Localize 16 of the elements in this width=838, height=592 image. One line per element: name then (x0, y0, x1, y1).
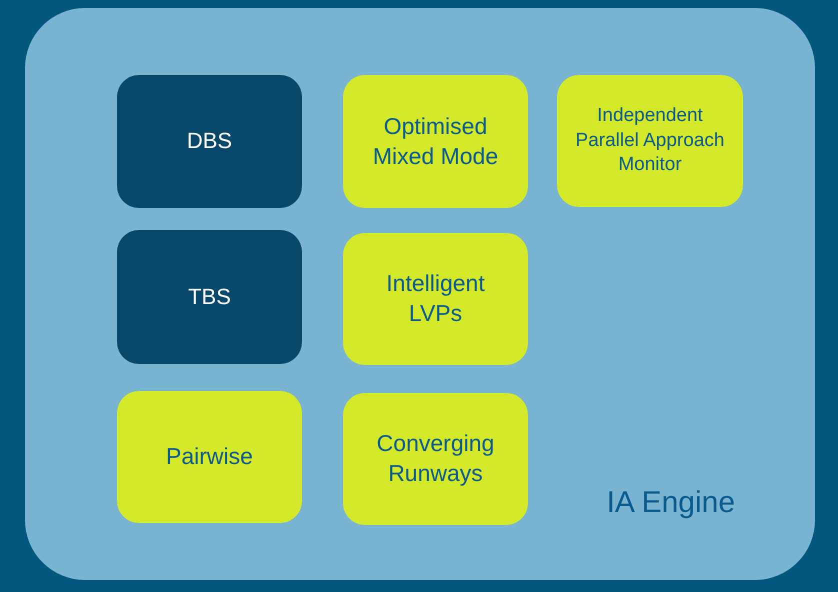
module-box (343, 75, 528, 208)
module-box (343, 233, 528, 365)
module-name: DBS (186, 127, 232, 156)
module-name: Independent Parallel Approach Monitor (574, 104, 726, 178)
module-box (557, 75, 743, 207)
module-name: Optimised Mixed Mode (372, 112, 500, 170)
engine-panel (25, 8, 815, 580)
module-box (117, 230, 302, 364)
panel-title: IA Engine (606, 486, 735, 520)
module-name: Intelligent LVPs (385, 269, 486, 328)
module-name: Pairwise (166, 442, 253, 472)
module-name: TBS (188, 282, 231, 311)
module-box (117, 75, 302, 208)
module-box (343, 393, 528, 525)
module-box (117, 391, 302, 523)
module-name: Converging Runways (376, 429, 496, 488)
